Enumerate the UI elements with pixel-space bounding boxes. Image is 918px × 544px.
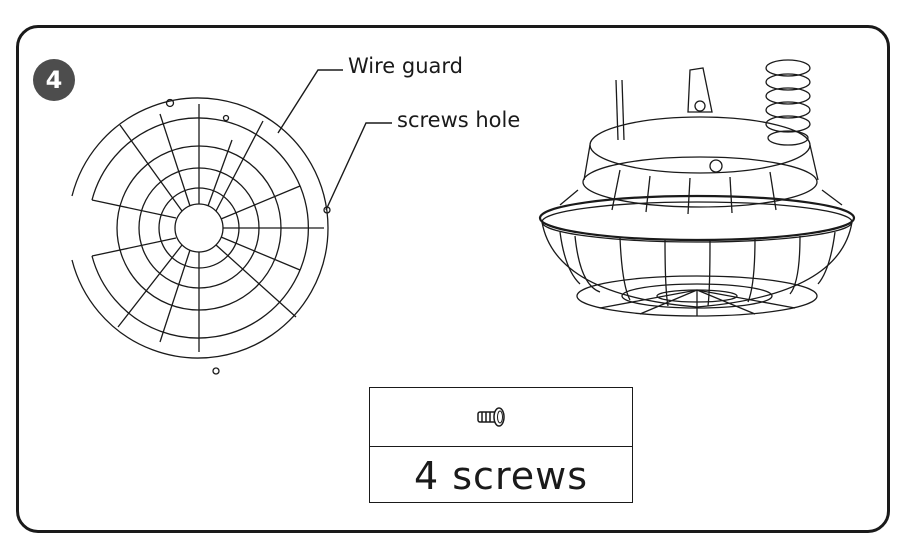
wire-guard-spokes bbox=[91, 104, 324, 352]
light-fixture-drawing bbox=[538, 59, 856, 317]
step-number-badge: 4 bbox=[33, 59, 75, 101]
leader-lines bbox=[277, 69, 392, 211]
screw-icon bbox=[477, 407, 505, 427]
housing-fins bbox=[611, 169, 777, 215]
hardware-table: 4 screws bbox=[369, 387, 633, 503]
wire-guard-drawing bbox=[71, 97, 331, 375]
cage-ribs bbox=[559, 231, 836, 307]
hardware-quantity-label: 4 screws bbox=[414, 454, 588, 498]
leader-wire-guard bbox=[277, 69, 343, 134]
callout-screws-hole: screws hole bbox=[397, 108, 521, 132]
coil-cable bbox=[765, 59, 811, 146]
diagram-frame bbox=[16, 25, 890, 533]
leader-screws-hole bbox=[325, 122, 392, 211]
cage-spokes bbox=[599, 289, 796, 316]
callout-wire-guard: Wire guard bbox=[348, 54, 464, 78]
hardware-icon-cell bbox=[370, 388, 632, 447]
screws-hole-tabs bbox=[165, 98, 331, 375]
